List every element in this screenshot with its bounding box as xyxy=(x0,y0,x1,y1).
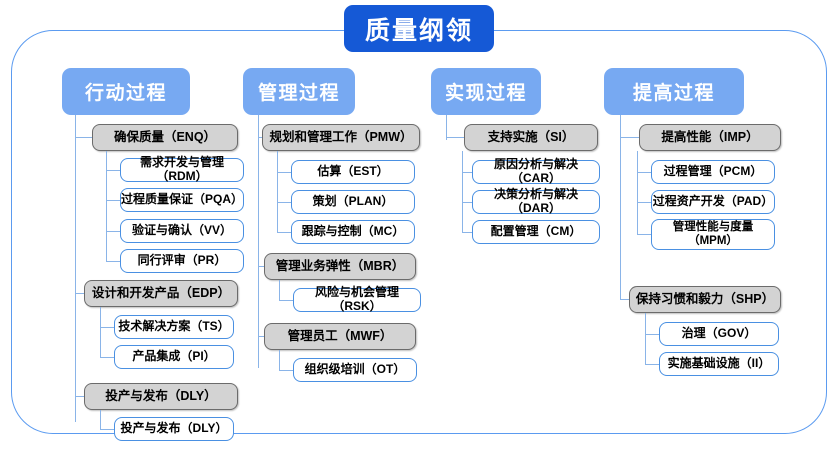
connector-sub-enq xyxy=(106,151,108,262)
leaf-node-est[interactable]: 估算（EST） xyxy=(291,160,415,184)
leaf-node-pi[interactable]: 产品集成（PI） xyxy=(114,345,234,369)
leaf-node-dar[interactable]: 决策分析与解决（DAR） xyxy=(472,187,600,215)
connector-sub-edp xyxy=(100,307,102,358)
connector-h-si xyxy=(446,137,464,139)
connector-h-vv xyxy=(106,231,120,233)
leaf-node-ii[interactable]: 实施基础设施（II） xyxy=(659,352,779,376)
group-node-si[interactable]: 支持实施（SI） xyxy=(464,124,598,151)
connector-h-dly-leaf xyxy=(100,429,114,431)
connector-trunk-col1 xyxy=(75,115,77,422)
leaf-node-gov[interactable]: 治理（GOV） xyxy=(659,322,779,346)
leaf-node-ts[interactable]: 技术解决方案（TS） xyxy=(114,315,234,339)
leaf-node-dly[interactable]: 投产与发布（DLY） xyxy=(114,417,234,441)
connector-h-enq xyxy=(75,137,92,139)
column-header-improvement[interactable]: 提高过程 xyxy=(604,68,744,115)
connector-h-shp xyxy=(620,299,629,301)
connector-h-imp xyxy=(620,137,639,139)
connector-h-dar xyxy=(462,202,472,204)
leaf-node-mc[interactable]: 跟踪与控制（MC） xyxy=(291,220,415,244)
connector-trunk-col4 xyxy=(620,115,622,300)
connector-h-rdm xyxy=(106,170,120,172)
column-header-management[interactable]: 管理过程 xyxy=(243,68,355,115)
connector-h-rsk xyxy=(279,300,293,302)
connector-h-pqa xyxy=(106,200,120,202)
connector-h-mc xyxy=(277,232,291,234)
leaf-node-rsk[interactable]: 风险与机会管理（RSK） xyxy=(293,285,421,313)
leaf-node-mpm[interactable]: 管理性能与度量 （MPM） xyxy=(651,219,775,250)
group-node-imp[interactable]: 提高性能（IMP） xyxy=(639,124,781,151)
connector-sub-dly xyxy=(100,410,102,430)
leaf-node-ot[interactable]: 组织级培训（OT） xyxy=(293,358,417,382)
leaf-node-pr[interactable]: 同行评审（PR） xyxy=(120,249,244,273)
leaf-node-pcm[interactable]: 过程管理（PCM） xyxy=(651,160,775,184)
connector-sub-si xyxy=(462,151,464,232)
diagram-title: 质量纲领 xyxy=(344,5,494,52)
connector-sub-mwf xyxy=(279,350,281,371)
connector-sub-pmw xyxy=(277,151,279,232)
leaf-node-rdm[interactable]: 需求开发与管理（RDM） xyxy=(120,155,244,183)
connector-h-gov xyxy=(645,334,659,336)
connector-h-pr xyxy=(106,261,120,263)
group-node-mwf[interactable]: 管理员工（MWF） xyxy=(264,323,416,350)
group-node-mbr[interactable]: 管理业务弹性（MBR） xyxy=(264,253,416,280)
connector-h-pmw xyxy=(258,137,262,139)
connector-h-pcm xyxy=(637,172,651,174)
connector-h-car xyxy=(462,172,472,174)
group-node-enq[interactable]: 确保质量（ENQ） xyxy=(92,124,238,151)
connector-h-ot xyxy=(279,370,293,372)
leaf-node-pqa[interactable]: 过程质量保证（PQA） xyxy=(120,188,244,212)
connector-h-mwf xyxy=(258,336,264,338)
connector-h-mpm xyxy=(637,234,651,236)
connector-trunk-col2 xyxy=(258,115,260,368)
connector-h-pad xyxy=(637,202,651,204)
connector-h-ii xyxy=(645,364,659,366)
group-node-pmw[interactable]: 规划和管理工作（PMW） xyxy=(262,124,420,151)
connector-sub-imp xyxy=(637,151,639,235)
connector-h-cm xyxy=(462,232,472,234)
column-header-action[interactable]: 行动过程 xyxy=(62,68,190,115)
connector-h-edp xyxy=(75,293,84,295)
connector-h-est xyxy=(277,172,291,174)
connector-h-pi xyxy=(100,357,114,359)
leaf-node-pad[interactable]: 过程资产开发（PAD） xyxy=(651,190,775,214)
connector-sub-mbr xyxy=(279,280,281,301)
group-node-edp[interactable]: 设计和开发产品（EDP） xyxy=(84,280,238,307)
group-node-shp[interactable]: 保持习惯和毅力（SHP） xyxy=(629,286,781,313)
connector-trunk-col3 xyxy=(446,115,448,140)
connector-h-mbr xyxy=(258,266,264,268)
connector-h-plan xyxy=(277,202,291,204)
connector-sub-shp xyxy=(645,313,647,365)
leaf-node-plan[interactable]: 策划（PLAN） xyxy=(291,190,415,214)
group-node-dly[interactable]: 投产与发布（DLY） xyxy=(84,383,238,410)
connector-h-dly xyxy=(75,396,84,398)
leaf-node-vv[interactable]: 验证与确认（VV） xyxy=(120,219,244,243)
column-header-implementation[interactable]: 实现过程 xyxy=(431,68,541,115)
leaf-node-cm[interactable]: 配置管理（CM） xyxy=(472,220,600,244)
connector-h-ts xyxy=(100,327,114,329)
leaf-node-car[interactable]: 原因分析与解决（CAR） xyxy=(472,157,600,185)
